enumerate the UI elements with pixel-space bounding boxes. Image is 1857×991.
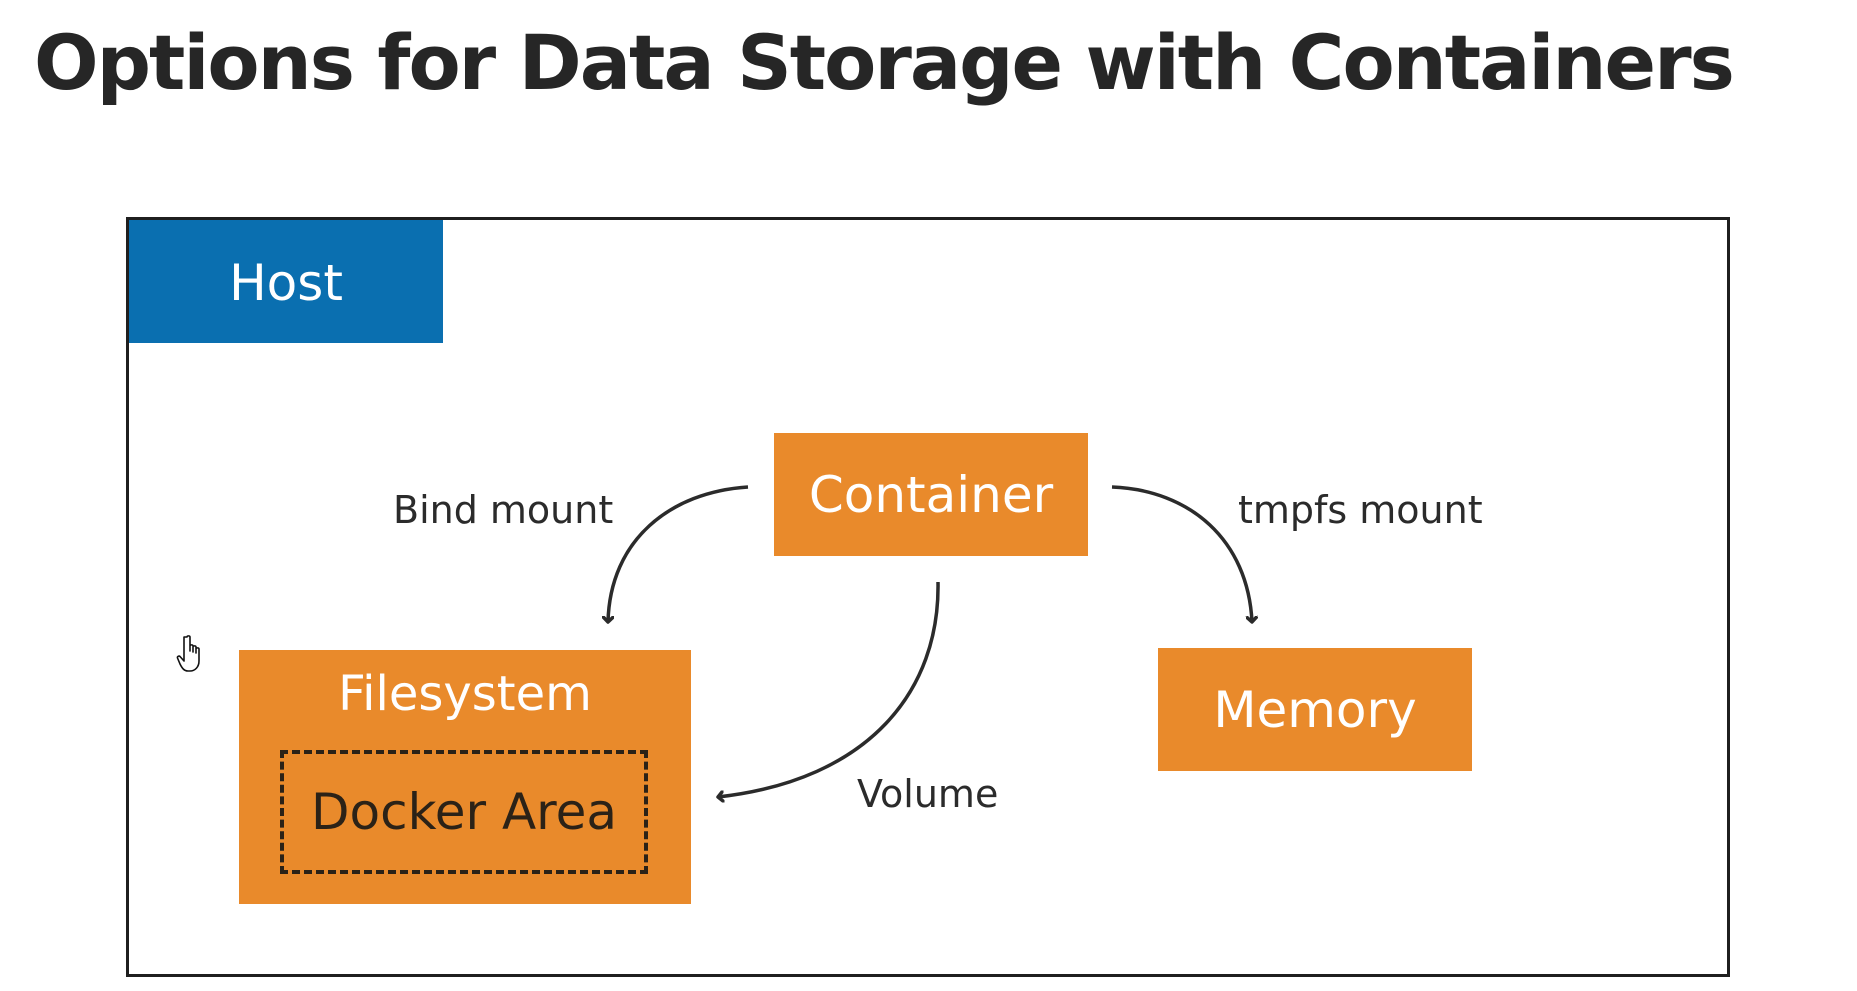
volume-label: Volume bbox=[857, 772, 999, 816]
container-node: Container bbox=[774, 433, 1088, 556]
tmpfs-mount-label: tmpfs mount bbox=[1238, 488, 1483, 532]
filesystem-node: Filesystem Docker Area bbox=[239, 650, 691, 904]
memory-node: Memory bbox=[1158, 648, 1472, 771]
filesystem-label: Filesystem bbox=[338, 666, 592, 722]
host-label: Host bbox=[129, 220, 443, 343]
docker-area-node: Docker Area bbox=[280, 750, 648, 874]
hand-pointer-icon bbox=[176, 635, 200, 672]
slide-title: Options for Data Storage with Containers bbox=[34, 18, 1735, 107]
bind-mount-label: Bind mount bbox=[393, 488, 614, 532]
